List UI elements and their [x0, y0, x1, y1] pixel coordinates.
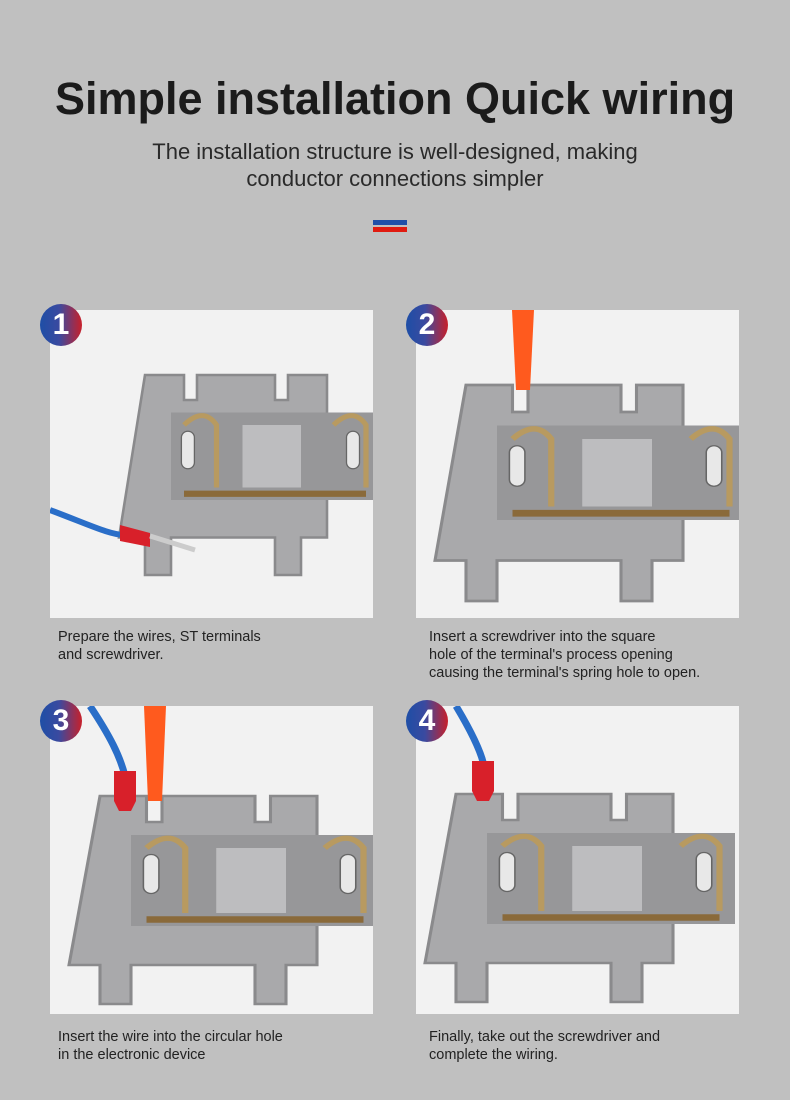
- caption-line: in the electronic device: [58, 1047, 206, 1063]
- step-3-caption: Insert the wire into the circular hole i…: [58, 1028, 408, 1064]
- page-title: Simple installation Quick wiring: [54, 73, 736, 124]
- caption-line: Prepare the wires, ST terminals: [58, 629, 261, 645]
- divider-accent: [373, 220, 407, 232]
- caption-line: causing the terminal's spring hole to op…: [429, 665, 701, 681]
- caption-line: Insert a screwdriver into the square: [429, 629, 656, 645]
- step-4-caption: Finally, take out the screwdriver and co…: [429, 1028, 779, 1064]
- subtitle-line: conductor connections simpler: [246, 166, 544, 191]
- caption-line: and screwdriver.: [58, 647, 164, 663]
- step-badge-3: 3: [40, 700, 82, 742]
- page-subtitle: The installation structure is well-desig…: [0, 138, 790, 192]
- caption-line: Insert the wire into the circular hole: [58, 1029, 283, 1045]
- caption-line: Finally, take out the screwdriver and: [429, 1029, 661, 1045]
- caption-line: hole of the terminal's process opening: [429, 647, 673, 663]
- step-2-caption: Insert a screwdriver into the square hol…: [429, 628, 779, 682]
- step-1-image: [50, 310, 373, 618]
- step-4-image: [416, 706, 739, 1014]
- step-3-image: [50, 706, 373, 1014]
- caption-line: complete the wiring.: [429, 1047, 558, 1063]
- step-1-caption: Prepare the wires, ST terminals and scre…: [58, 628, 408, 664]
- step-badge-2: 2: [406, 304, 448, 346]
- step-badge-4: 4: [406, 700, 448, 742]
- step-2-image: [416, 310, 739, 618]
- step-badge-1: 1: [40, 304, 82, 346]
- subtitle-line: The installation structure is well-desig…: [152, 139, 638, 164]
